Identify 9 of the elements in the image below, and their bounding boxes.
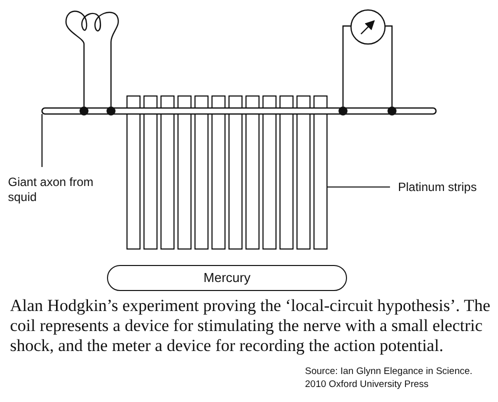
strips-label: Platinum strips xyxy=(398,180,498,195)
source-note: Source: Ian Glynn Elegance in Science. 2010 Oxford University Press xyxy=(305,365,474,391)
mercury-trough: Mercury xyxy=(107,265,347,291)
platinum-strips-drawing xyxy=(126,95,328,250)
leader-line xyxy=(41,114,43,167)
caption: Alan Hodgkin’s experiment proving the ‘local-circuit hypothesis’. The coil represents a device for stimulating the nerve with a small electric shock, and the meter a device for recording the action potential. xyxy=(10,296,492,356)
leader-line xyxy=(327,186,390,188)
axon-tube xyxy=(41,107,437,115)
axon-label: Giant axon from squid xyxy=(8,175,98,205)
